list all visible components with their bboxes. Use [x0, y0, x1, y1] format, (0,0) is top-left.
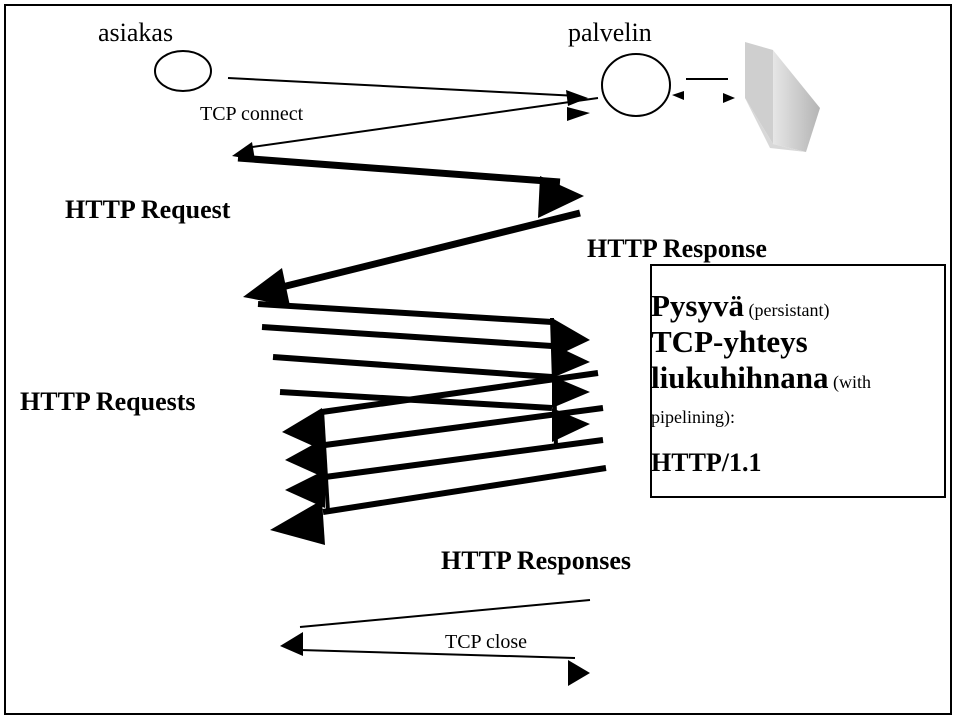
storage-block-icon [745, 42, 820, 152]
tcp-close-line-1 [299, 599, 591, 628]
tcp-connect-line-1 [227, 77, 579, 97]
tcp-connect-label: TCP connect [200, 103, 304, 125]
note-tcp-connection: TCP-yhteys [651, 324, 808, 359]
note-persistent-english: (persistant) [744, 300, 830, 320]
note-line-3: liukuhihnana (with [651, 362, 871, 393]
http-response-label: HTTP Response [587, 234, 767, 263]
pipelined-responses [270, 370, 607, 545]
diagram-frame [4, 4, 952, 715]
pipelined-requests [257, 301, 590, 447]
http-responses-label: HTTP Responses [441, 546, 631, 575]
tcp-connect-arrowhead-3 [567, 107, 590, 121]
tcp-connect-line-2 [244, 97, 599, 149]
tcp-close-arrowhead-2 [568, 660, 590, 686]
http-response-arrowhead [243, 268, 290, 306]
http-response-line [269, 209, 581, 294]
client-label: asiakas [98, 18, 174, 47]
http-request-label: HTTP Request [65, 195, 231, 224]
http-request-line [237, 154, 561, 186]
tcp-close-arrowhead-1 [280, 632, 303, 656]
note-line-2: TCP-yhteys [651, 326, 808, 357]
note-protocol-version: HTTP/1.1 [651, 448, 762, 477]
tcp-close-line-2 [299, 649, 576, 659]
server-storage-arrowhead-right [723, 93, 735, 103]
note-pipelining-english: pipelining): [651, 407, 735, 427]
note-with-text: (with [828, 372, 872, 392]
tcp-connect-arrowhead-1 [566, 90, 588, 106]
client-node-icon [154, 50, 212, 92]
server-label: palvelin [568, 18, 652, 47]
persistent-connection-note: Pysyvä (persistant) TCP-yhteys liukuhihn… [650, 264, 946, 498]
note-persistent-term: Pysyvä [651, 288, 744, 323]
note-line-1: Pysyvä (persistant) [651, 290, 829, 321]
http-request-arrowhead [538, 176, 584, 218]
http-requests-label: HTTP Requests [20, 387, 196, 416]
note-pipelining-term: liukuhihnana [651, 360, 829, 395]
server-storage-arrowhead-left [672, 91, 684, 100]
tcp-close-label: TCP close [445, 631, 528, 653]
server-node-icon [601, 53, 671, 117]
